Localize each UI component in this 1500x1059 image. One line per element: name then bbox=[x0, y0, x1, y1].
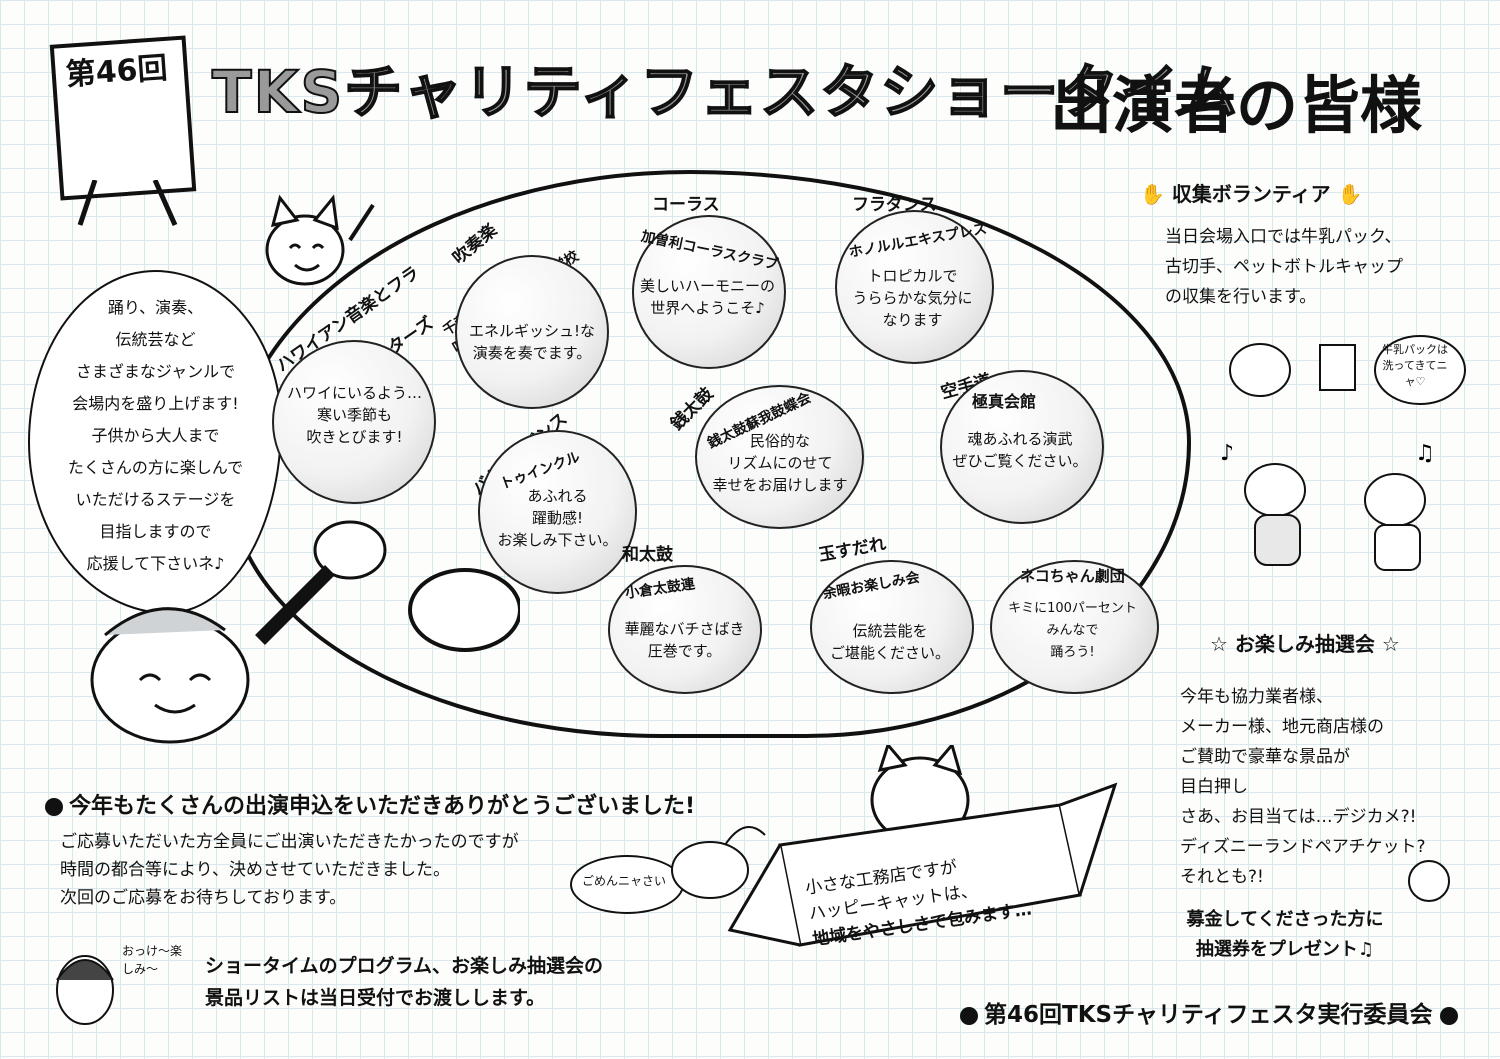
cat-milk-icon bbox=[1229, 335, 1466, 405]
intro-text: 踊り、演奏、伝統芸などさまざまなジャンルで 会場内を盛り上げます!子供から大人ま… bbox=[67, 298, 244, 573]
performer-desc: あふれる躍動感!お楽しみ下さい。 bbox=[497, 487, 618, 549]
lottery-text: 今年も協力業者様、メーカー様、地元商店様のご賛助で豪華な景品が 目白押しさあ、お… bbox=[1180, 687, 1426, 887]
paw-icon bbox=[1440, 1006, 1459, 1025]
performer-desc: 民俗的なリズムにのせて幸せをお届けします bbox=[712, 432, 848, 494]
bowing-cat-icon bbox=[671, 826, 766, 899]
dancing-cats-icon: ♪ ♫ bbox=[1220, 441, 1435, 571]
performer-desc: エネルギッシュ!な演奏を奏でます。 bbox=[468, 322, 595, 362]
easel-sign: 第46回 bbox=[49, 35, 205, 227]
sorry-text: ごめんニャさい bbox=[582, 874, 667, 888]
performer-desc: 美しいハーモニーの世界へようこそ♪ bbox=[639, 277, 775, 317]
thanks-text: ご応募いただいた方全員にご出演いただきたかったのですが時間の都合等により、決めさ… bbox=[60, 832, 519, 908]
performer-desc: 魂あふれる演武ぜひご覧ください。 bbox=[952, 430, 1088, 470]
star-icon: ☆ bbox=[1210, 632, 1228, 656]
page-subtitle: 出演者の皆様 bbox=[1050, 69, 1423, 142]
sorry-bubble bbox=[570, 855, 684, 914]
performer-circle bbox=[455, 255, 609, 409]
performer-name: ネコちゃん劇団 bbox=[1020, 567, 1125, 585]
star-icon: ☆ bbox=[1381, 632, 1400, 656]
hand-icon: ✋ bbox=[1140, 182, 1165, 206]
performer-name: 極真会館 bbox=[972, 392, 1037, 411]
cat-with-drum-icon bbox=[90, 520, 520, 744]
performer-desc: 華麗なバチさばき圧巻です。 bbox=[624, 620, 745, 660]
easel-board: 第46回 bbox=[49, 35, 197, 201]
waving-cat-icon bbox=[265, 194, 375, 286]
performer-circle bbox=[478, 430, 637, 594]
paw-icon bbox=[960, 1006, 978, 1025]
performer-circle bbox=[810, 560, 974, 694]
performer-circle bbox=[940, 370, 1104, 524]
lottery-title: ☆ お楽しみ抽選会 ☆ bbox=[1210, 632, 1400, 656]
program-text: ショータイムのプログラム、お楽しみ抽選会の景品リストは当日受付でお渡しします。 bbox=[205, 955, 604, 1009]
program-bubble: おっけ〜楽しみ〜 bbox=[122, 944, 183, 976]
easel-legs bbox=[77, 180, 178, 227]
performer-desc: 伝統芸能をご堪能ください。 bbox=[829, 622, 950, 662]
performer-circle bbox=[835, 210, 994, 364]
episode-label: 第46回 bbox=[64, 50, 169, 93]
performer-desc: トロピカルでうららかな気分になります bbox=[852, 267, 973, 329]
performer-genre: コーラス bbox=[652, 195, 720, 215]
heart-bubble-icon bbox=[1408, 860, 1450, 902]
volunteer-note: 牛乳パックは洗ってきてニャ♡ bbox=[1382, 343, 1448, 388]
performer-circle bbox=[632, 215, 786, 369]
paw-icon bbox=[45, 798, 63, 816]
donation-text: 募金してくださった方に抽選券をプレゼント♫ bbox=[1186, 909, 1384, 960]
performer-desc: キミに100パーセントみんなで踊ろう! bbox=[1008, 601, 1137, 660]
page-title: TKSチャリティフェスタショータイム bbox=[211, 57, 1240, 127]
performer-genre: 和太鼓 bbox=[622, 545, 673, 565]
svg-text:♪: ♪ bbox=[1220, 441, 1234, 466]
footer-org: 第46回TKSチャリティフェスタ実行委員会 bbox=[960, 995, 1464, 1029]
performer-circle bbox=[695, 385, 864, 529]
performer-circle bbox=[990, 560, 1159, 694]
banner-ribbon bbox=[727, 745, 1118, 947]
thanks-title: 今年もたくさんの出演申込をいただきありがとうございました! bbox=[45, 788, 695, 820]
svg-text:♫: ♫ bbox=[1415, 441, 1435, 466]
hand-icon: ✋ bbox=[1337, 182, 1363, 206]
performer-desc: ハワイにいるよう…寒い季節も吹きとびます! bbox=[286, 384, 422, 446]
performer-circle bbox=[272, 340, 436, 504]
volunteer-text: 当日会場入口では牛乳パック、古切手、ペットボトルキャップの収集を行います。 bbox=[1165, 227, 1403, 307]
performer-circle bbox=[608, 565, 762, 694]
phone-girl-icon bbox=[56, 955, 114, 1025]
volunteer-title: ✋ 収集ボランティア ✋ bbox=[1140, 182, 1363, 206]
intro-bubble bbox=[28, 270, 282, 614]
